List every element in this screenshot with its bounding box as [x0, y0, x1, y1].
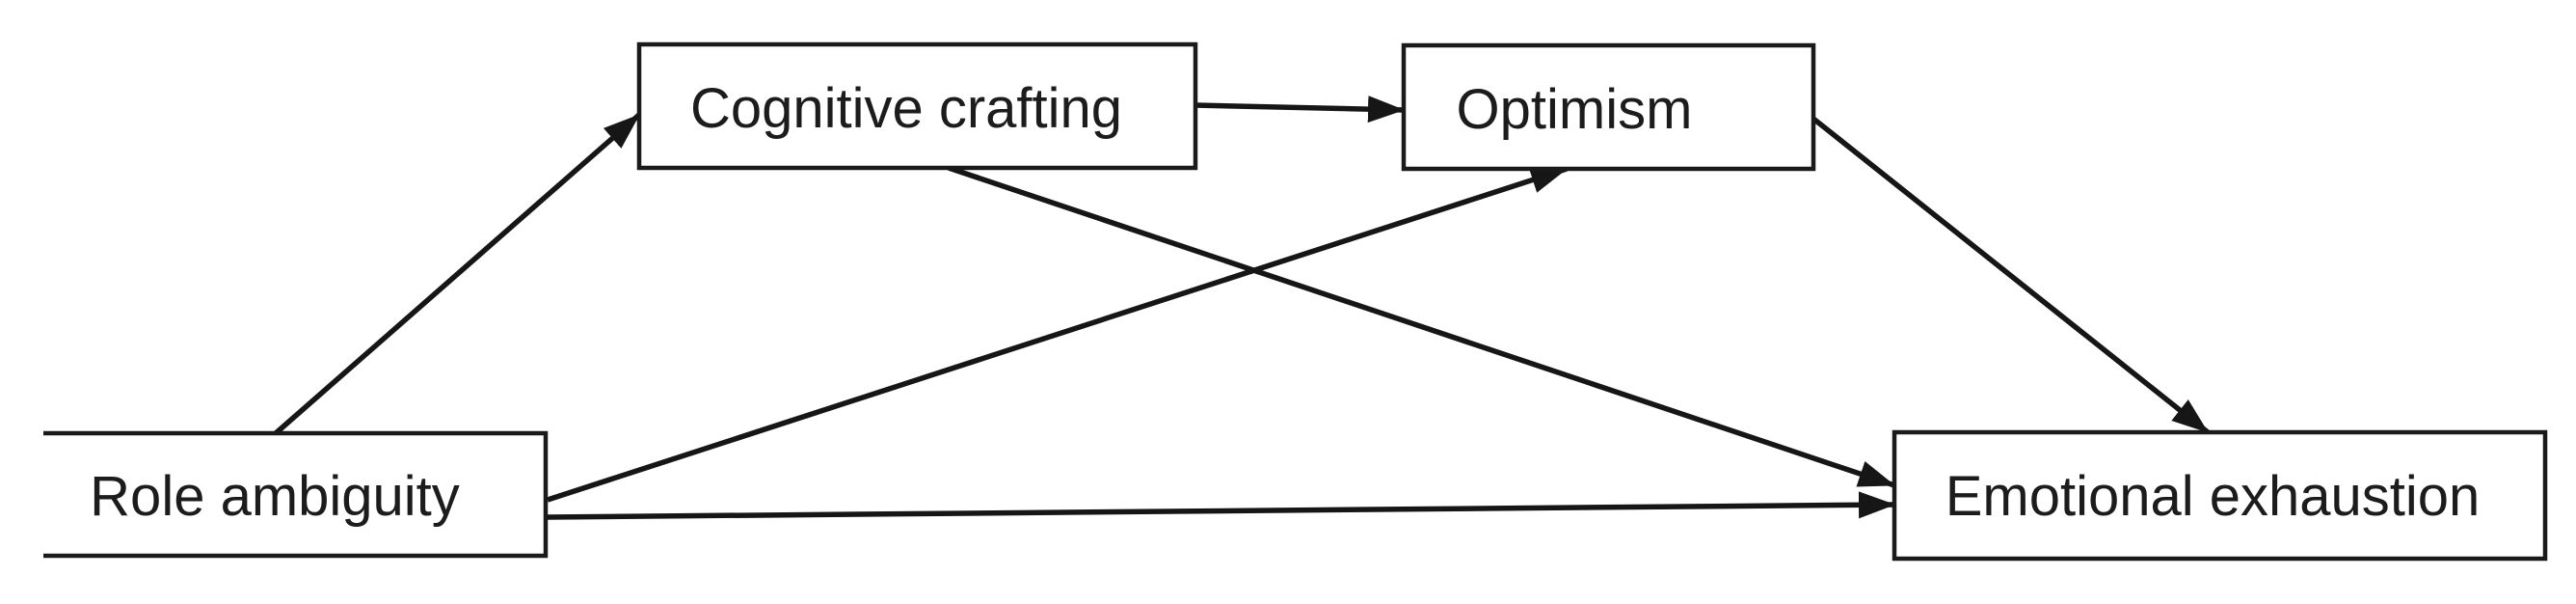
node-emotional-exhaustion	[1892, 429, 2548, 562]
arrow-role-ambiguity-to-cognitive-crafting	[274, 112, 641, 436]
node-label-emotional-exhaustion: Emotional exhaustion	[1945, 465, 2481, 528]
node-role-ambiguity	[43, 430, 549, 559]
node-label-cognitive-crafting: Cognitive crafting	[690, 77, 1122, 140]
node-cognitive-crafting	[636, 41, 1198, 171]
node-optimism	[1401, 42, 1816, 172]
arrow-role-ambiguity-to-emotional-exhaustion	[547, 491, 1895, 520]
arrow-cognitive-crafting-to-optimism	[1194, 96, 1405, 124]
arrow-role-ambiguity-to-optimism	[547, 166, 1568, 503]
node-label-role-ambiguity: Role ambiguity	[90, 465, 460, 528]
arrow-cognitive-crafting-to-emotional-exhaustion	[948, 165, 1895, 488]
node-label-optimism: Optimism	[1457, 78, 1693, 141]
arrow-optimism-to-emotional-exhaustion	[1811, 116, 2210, 435]
